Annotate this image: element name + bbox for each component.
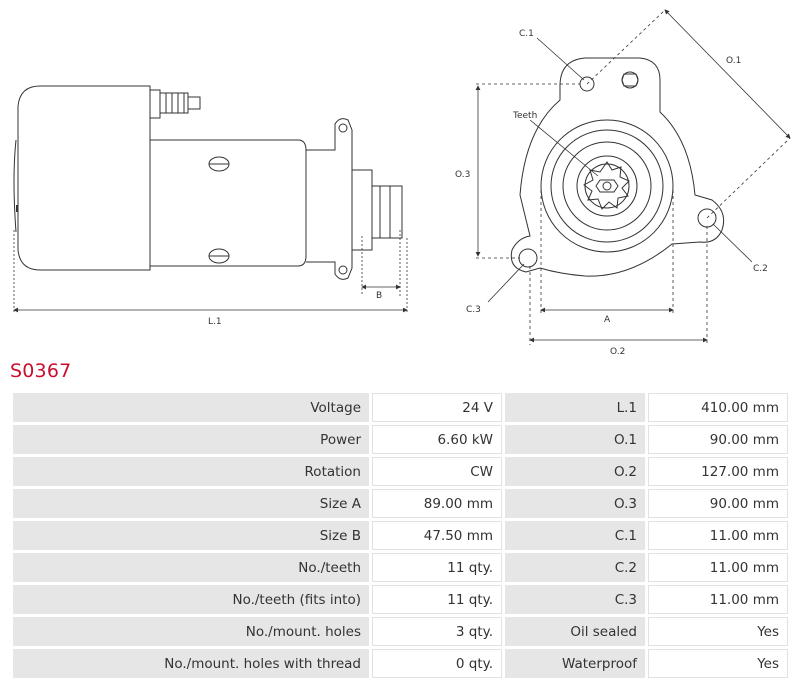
spec-value: 3 qty. — [372, 617, 502, 646]
spec-table: Voltage 24 V L.1 410.00 mm Power 6.60 kW… — [10, 390, 791, 681]
spec-label: No./mount. holes with thread — [13, 649, 369, 678]
spec-value: Yes — [648, 649, 788, 678]
spec-value: 6.60 kW — [372, 425, 502, 454]
dim-b-label: B — [376, 291, 382, 301]
drive-housing — [150, 139, 307, 267]
label-teeth: Teeth — [512, 111, 537, 121]
spec-label: O.1 — [505, 425, 645, 454]
mount-flange — [306, 118, 353, 280]
label-o2: O.2 — [610, 347, 625, 357]
spec-value: 90.00 mm — [648, 425, 788, 454]
pinion — [371, 185, 403, 239]
label-a: A — [604, 315, 611, 325]
spec-value: 11.00 mm — [648, 553, 788, 582]
dim-l1-label: L.1 — [208, 317, 222, 327]
spec-label: Oil sealed — [505, 617, 645, 646]
spec-value: 47.50 mm — [372, 521, 502, 550]
front-view — [510, 57, 725, 277]
spec-value: 90.00 mm — [648, 489, 788, 518]
spec-label: No./teeth — [13, 553, 369, 582]
technical-drawing: B L.1 — [13, 9, 791, 357]
label-c2: C.2 — [753, 264, 768, 274]
spec-value: 11.00 mm — [648, 521, 788, 550]
spec-label: C.1 — [505, 521, 645, 550]
spec-value: 11 qty. — [372, 553, 502, 582]
spec-value: CW — [372, 457, 502, 486]
part-code: S0367 — [10, 360, 72, 382]
spec-value: 24 V — [372, 393, 502, 422]
spec-value: Yes — [648, 617, 788, 646]
spec-row: No./mount. holes 3 qty. Oil sealed Yes — [13, 617, 788, 646]
spec-value: 127.00 mm — [648, 457, 788, 486]
spec-row: Size B 47.50 mm C.1 11.00 mm — [13, 521, 788, 550]
spec-value: 410.00 mm — [648, 393, 788, 422]
label-o3: O.3 — [455, 170, 470, 180]
front-dims — [475, 9, 791, 345]
spec-label: C.2 — [505, 553, 645, 582]
spec-value: 11.00 mm — [648, 585, 788, 614]
spec-label: No./mount. holes — [13, 617, 369, 646]
spec-label: L.1 — [505, 393, 645, 422]
spec-row: No./teeth (fits into) 11 qty. C.3 11.00 … — [13, 585, 788, 614]
spec-label: O.2 — [505, 457, 645, 486]
spec-label: Power — [13, 425, 369, 454]
spec-label: C.3 — [505, 585, 645, 614]
spec-label: Waterproof — [505, 649, 645, 678]
spec-label: Size A — [13, 489, 369, 518]
spec-row: Voltage 24 V L.1 410.00 mm — [13, 393, 788, 422]
spec-label: Rotation — [13, 457, 369, 486]
pinion-gear — [583, 161, 630, 210]
spec-row: No./mount. holes with thread 0 qty. Wate… — [13, 649, 788, 678]
spec-label: Size B — [13, 521, 369, 550]
spec-value: 89.00 mm — [372, 489, 502, 518]
dim-b — [361, 230, 401, 296]
spec-row: Size A 89.00 mm O.3 90.00 mm — [13, 489, 788, 518]
solenoid-cap — [149, 89, 161, 119]
dim-l1 — [13, 230, 408, 314]
spec-row: No./teeth 11 qty. C.2 11.00 mm — [13, 553, 788, 582]
label-c1: C.1 — [519, 29, 534, 39]
spec-row: Rotation CW O.2 127.00 mm — [13, 457, 788, 486]
spec-value: 0 qty. — [372, 649, 502, 678]
spec-label: Voltage — [13, 393, 369, 422]
spec-row: Power 6.60 kW O.1 90.00 mm — [13, 425, 788, 454]
label-o1: O.1 — [726, 56, 741, 66]
side-view — [13, 85, 403, 280]
label-c3: C.3 — [466, 305, 481, 315]
hole-c3 — [518, 248, 538, 268]
spec-value: 11 qty. — [372, 585, 502, 614]
motor-housing — [17, 85, 151, 271]
spec-label: No./teeth (fits into) — [13, 585, 369, 614]
front-outline — [510, 57, 725, 277]
spec-label: O.3 — [505, 489, 645, 518]
housing-ring-outer — [540, 119, 674, 253]
